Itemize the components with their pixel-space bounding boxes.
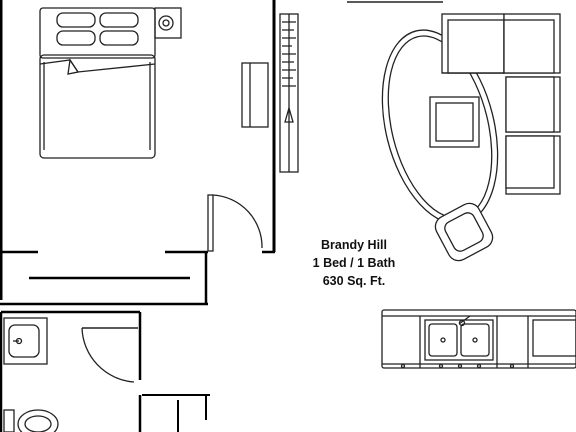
nightstand-lamp-icon: [154, 7, 182, 39]
toilet-icon: [3, 409, 59, 432]
plan-caption: Brandy Hill 1 Bed / 1 Bath 630 Sq. Ft.: [284, 236, 424, 290]
plan-name: Brandy Hill: [321, 238, 387, 252]
bathroom-walls: [0, 310, 210, 432]
bedroom-door-icon: [207, 194, 263, 252]
sink-icon: [3, 317, 48, 365]
kitchen-sink-icon: [424, 315, 494, 361]
plan-layout: 1 Bed / 1 Bath: [312, 256, 396, 270]
sectional-sofa-icon: [441, 13, 561, 195]
bedroom-walls: [0, 0, 276, 306]
dresser-icon: [241, 62, 269, 128]
bathroom-door-icon: [81, 327, 138, 383]
bed-icon: [39, 7, 156, 159]
coffee-table-icon: [429, 96, 480, 148]
armchair-icon: [434, 202, 494, 262]
kitchen-counter-icon: [381, 309, 576, 369]
closet-rod-icon: [279, 13, 299, 173]
plan-area: 630 Sq. Ft.: [322, 274, 386, 288]
